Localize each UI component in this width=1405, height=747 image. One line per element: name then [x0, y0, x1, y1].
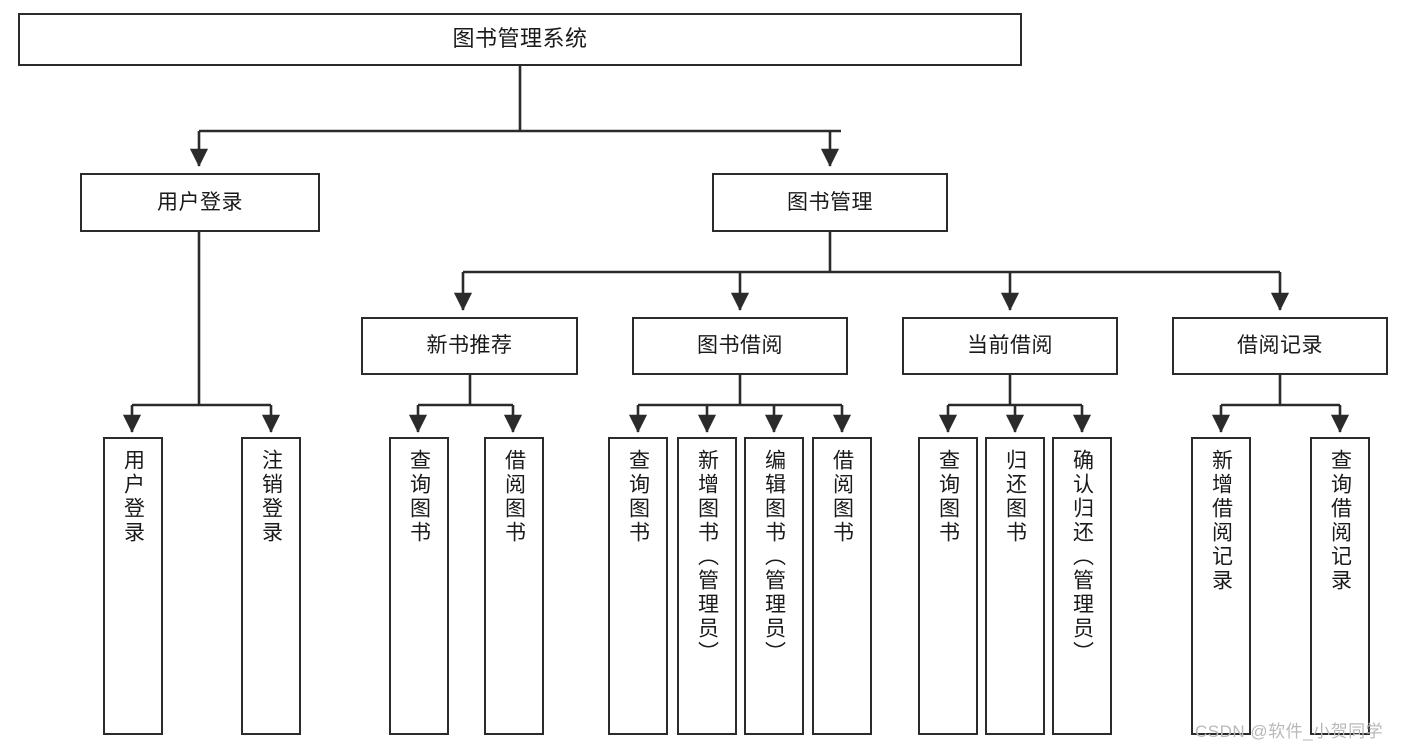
- leaf-records-add-record[interactable]: 新增借阅记录: [1191, 437, 1251, 735]
- leaf-recommend-query-book[interactable]: 查询图书: [389, 437, 449, 735]
- leaf-records-query-record[interactable]: 查询借阅记录: [1310, 437, 1370, 735]
- node-label: 确认归还（管理员）: [1070, 449, 1094, 665]
- node-label: 用户登录: [121, 449, 145, 545]
- node-label: 图书借阅: [697, 334, 783, 358]
- node-label: 归还图书: [1003, 449, 1027, 545]
- node-borrow-records[interactable]: 借阅记录: [1172, 317, 1388, 375]
- leaf-current-confirm-return[interactable]: 确认归还（管理员）: [1052, 437, 1112, 735]
- leaf-borrow-borrow-book[interactable]: 借阅图书: [812, 437, 872, 735]
- leaf-user-login[interactable]: 用户登录: [103, 437, 163, 735]
- node-label: 查询图书: [626, 449, 650, 545]
- node-label: 借阅图书: [830, 449, 854, 545]
- node-book-borrow[interactable]: 图书借阅: [632, 317, 848, 375]
- leaf-current-return-book[interactable]: 归还图书: [985, 437, 1045, 735]
- node-label: 图书管理系统: [452, 26, 588, 52]
- node-book-management[interactable]: 图书管理: [712, 173, 948, 232]
- node-label: 用户登录: [157, 190, 243, 214]
- node-label: 当前借阅: [967, 334, 1053, 358]
- leaf-borrow-add-book[interactable]: 新增图书（管理员）: [677, 437, 737, 735]
- node-label: 新增图书（管理员）: [695, 449, 719, 665]
- node-new-book-recommend[interactable]: 新书推荐: [361, 317, 578, 375]
- leaf-recommend-borrow-book[interactable]: 借阅图书: [484, 437, 544, 735]
- node-root-system[interactable]: 图书管理系统: [18, 13, 1022, 66]
- leaf-borrow-edit-book[interactable]: 编辑图书（管理员）: [744, 437, 804, 735]
- node-label: 查询图书: [936, 449, 960, 545]
- leaf-current-query-book[interactable]: 查询图书: [918, 437, 978, 735]
- leaf-borrow-query-book[interactable]: 查询图书: [608, 437, 668, 735]
- node-label: 查询借阅记录: [1328, 449, 1352, 593]
- node-label: 查询图书: [407, 449, 431, 545]
- node-user-login[interactable]: 用户登录: [80, 173, 320, 232]
- node-label: 新书推荐: [426, 334, 513, 358]
- node-label: 借阅图书: [502, 449, 526, 545]
- node-current-borrow[interactable]: 当前借阅: [902, 317, 1118, 375]
- node-label: 图书管理: [787, 190, 873, 214]
- node-label: 编辑图书（管理员）: [762, 449, 786, 665]
- csdn-watermark: CSDN @软件_小贺同学: [1195, 722, 1384, 741]
- leaf-logout[interactable]: 注销登录: [241, 437, 301, 735]
- node-label: 新增借阅记录: [1209, 449, 1233, 593]
- node-label: 注销登录: [259, 449, 283, 545]
- node-label: 借阅记录: [1237, 334, 1323, 358]
